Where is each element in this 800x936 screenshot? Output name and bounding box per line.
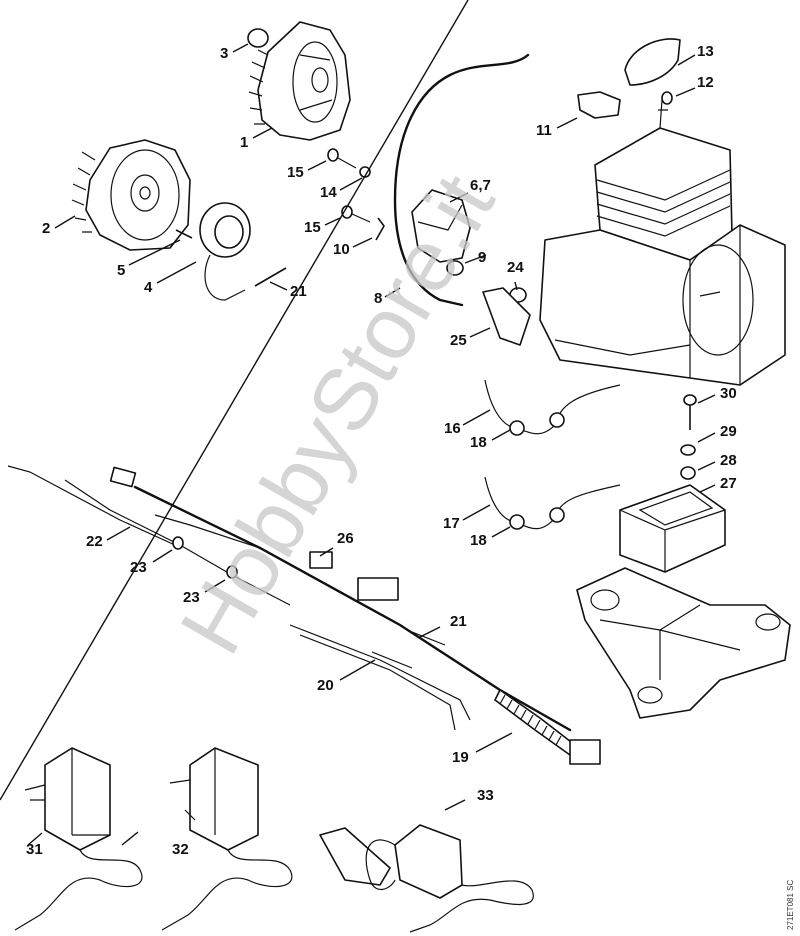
callout-21-top[interactable]: 21 <box>290 283 307 300</box>
screw-part-5 <box>175 229 193 239</box>
callout-19[interactable]: 19 <box>452 749 469 766</box>
callout-29[interactable]: 29 <box>720 423 737 440</box>
mounting-bracket-part <box>576 567 791 719</box>
callout-25[interactable]: 25 <box>450 332 467 349</box>
generator-coil-part <box>199 202 251 301</box>
callout-6-7[interactable]: 6,7 <box>470 177 491 194</box>
callout-5[interactable]: 5 <box>117 262 125 279</box>
charger-eu-part <box>14 747 143 931</box>
control-unit-part <box>619 484 726 573</box>
spring-part-12 <box>661 91 673 105</box>
callout-4[interactable]: 4 <box>144 279 153 296</box>
drawing-code: 271ET081 SC <box>786 880 795 930</box>
sleeve-part-21a <box>254 267 287 287</box>
screws-washer-parts <box>327 148 385 241</box>
flywheel-part <box>71 139 191 251</box>
leader-lines <box>0 0 716 846</box>
callout-26[interactable]: 26 <box>337 530 354 547</box>
callout-12[interactable]: 12 <box>697 74 714 91</box>
ignition-lead-part <box>393 53 530 307</box>
callout-33[interactable]: 33 <box>477 787 494 804</box>
sleeve-part-28 <box>680 466 696 480</box>
callout-3[interactable]: 3 <box>220 45 228 62</box>
fan-housing-part <box>248 21 351 141</box>
callout-28[interactable]: 28 <box>720 452 737 469</box>
callout-13[interactable]: 13 <box>697 43 714 60</box>
spark-plug-boot-part <box>577 91 621 119</box>
contact-part-25 <box>482 287 531 346</box>
callout-16[interactable]: 16 <box>444 420 461 437</box>
callout-22[interactable]: 22 <box>86 533 103 550</box>
callout-21-lower[interactable]: 21 <box>450 613 467 630</box>
callout-10[interactable]: 10 <box>333 241 350 258</box>
callout-24[interactable]: 24 <box>507 259 524 276</box>
callout-9[interactable]: 9 <box>478 249 486 266</box>
callout-labels: 3 1 2 5 4 21 15 14 15 10 8 6,7 9 24 25 1… <box>26 43 737 858</box>
callout-15-lower[interactable]: 15 <box>304 219 321 236</box>
callout-14[interactable]: 14 <box>320 184 337 201</box>
callout-20[interactable]: 20 <box>317 677 334 694</box>
callout-8[interactable]: 8 <box>374 290 382 307</box>
grommet-part-9 <box>446 260 464 276</box>
callout-2[interactable]: 2 <box>42 220 50 237</box>
callout-15-upper[interactable]: 15 <box>287 164 304 181</box>
wire-parts-16-17 <box>484 379 621 530</box>
callout-11[interactable]: 11 <box>536 122 552 139</box>
nut-part <box>247 28 269 48</box>
charger-uk-part <box>161 747 293 931</box>
car-charger-part <box>319 824 534 933</box>
callout-18-upper[interactable]: 18 <box>470 434 487 451</box>
callout-31[interactable]: 31 <box>26 841 43 858</box>
cap-part-13 <box>624 38 681 86</box>
callout-17[interactable]: 17 <box>443 515 460 532</box>
callout-23-lower[interactable]: 23 <box>183 589 200 606</box>
callout-1[interactable]: 1 <box>240 134 248 151</box>
wiring-harness-part <box>7 465 601 765</box>
ignition-module-part <box>411 189 471 263</box>
callout-32[interactable]: 32 <box>172 841 189 858</box>
callout-18-lower[interactable]: 18 <box>470 532 487 549</box>
washer-part-29 <box>680 444 696 456</box>
callout-30[interactable]: 30 <box>720 385 737 402</box>
callout-23-upper[interactable]: 23 <box>130 559 147 576</box>
engine-cylinder-part <box>539 99 786 386</box>
callout-27[interactable]: 27 <box>720 475 737 492</box>
